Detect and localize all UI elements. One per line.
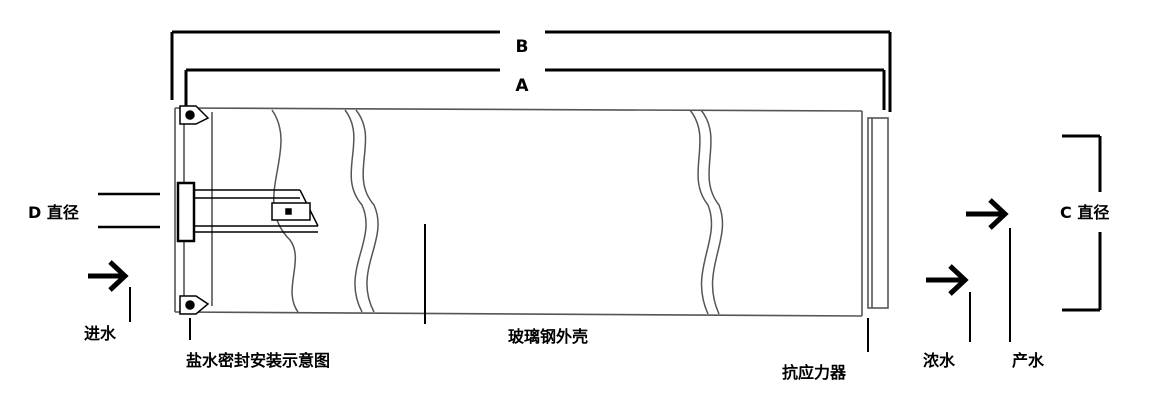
brine-seal-label: 盐水密封安装示意图	[186, 351, 330, 370]
dimension-b-bracket	[170, 30, 892, 112]
arrow-right-icon	[966, 198, 1009, 230]
permeate-label: 产水	[1012, 351, 1045, 370]
brine-seal-top	[179, 105, 210, 125]
dimension-a-label: A	[515, 76, 529, 96]
arrow-right-icon	[88, 260, 129, 292]
shell-label: 玻璃钢外壳	[508, 327, 588, 346]
concentrate-label: 浓水	[923, 351, 956, 370]
c-diameter-label: C 直径	[1060, 203, 1109, 222]
arrow-right-icon	[926, 264, 969, 296]
c-diameter-bracket	[1062, 134, 1102, 312]
anti-telescoping-label: 抗应力器	[782, 363, 847, 382]
inlet-label: 进水	[84, 324, 117, 343]
d-diameter-lines	[98, 192, 160, 229]
permeate-tube	[176, 181, 319, 243]
brine-seal-bottom	[179, 295, 210, 315]
dimension-a-bracket	[184, 68, 886, 110]
dimension-b-label: B	[516, 37, 529, 57]
break-lines	[271, 109, 724, 315]
membrane-body	[174, 107, 889, 317]
d-diameter-label: D 直径	[28, 203, 79, 222]
